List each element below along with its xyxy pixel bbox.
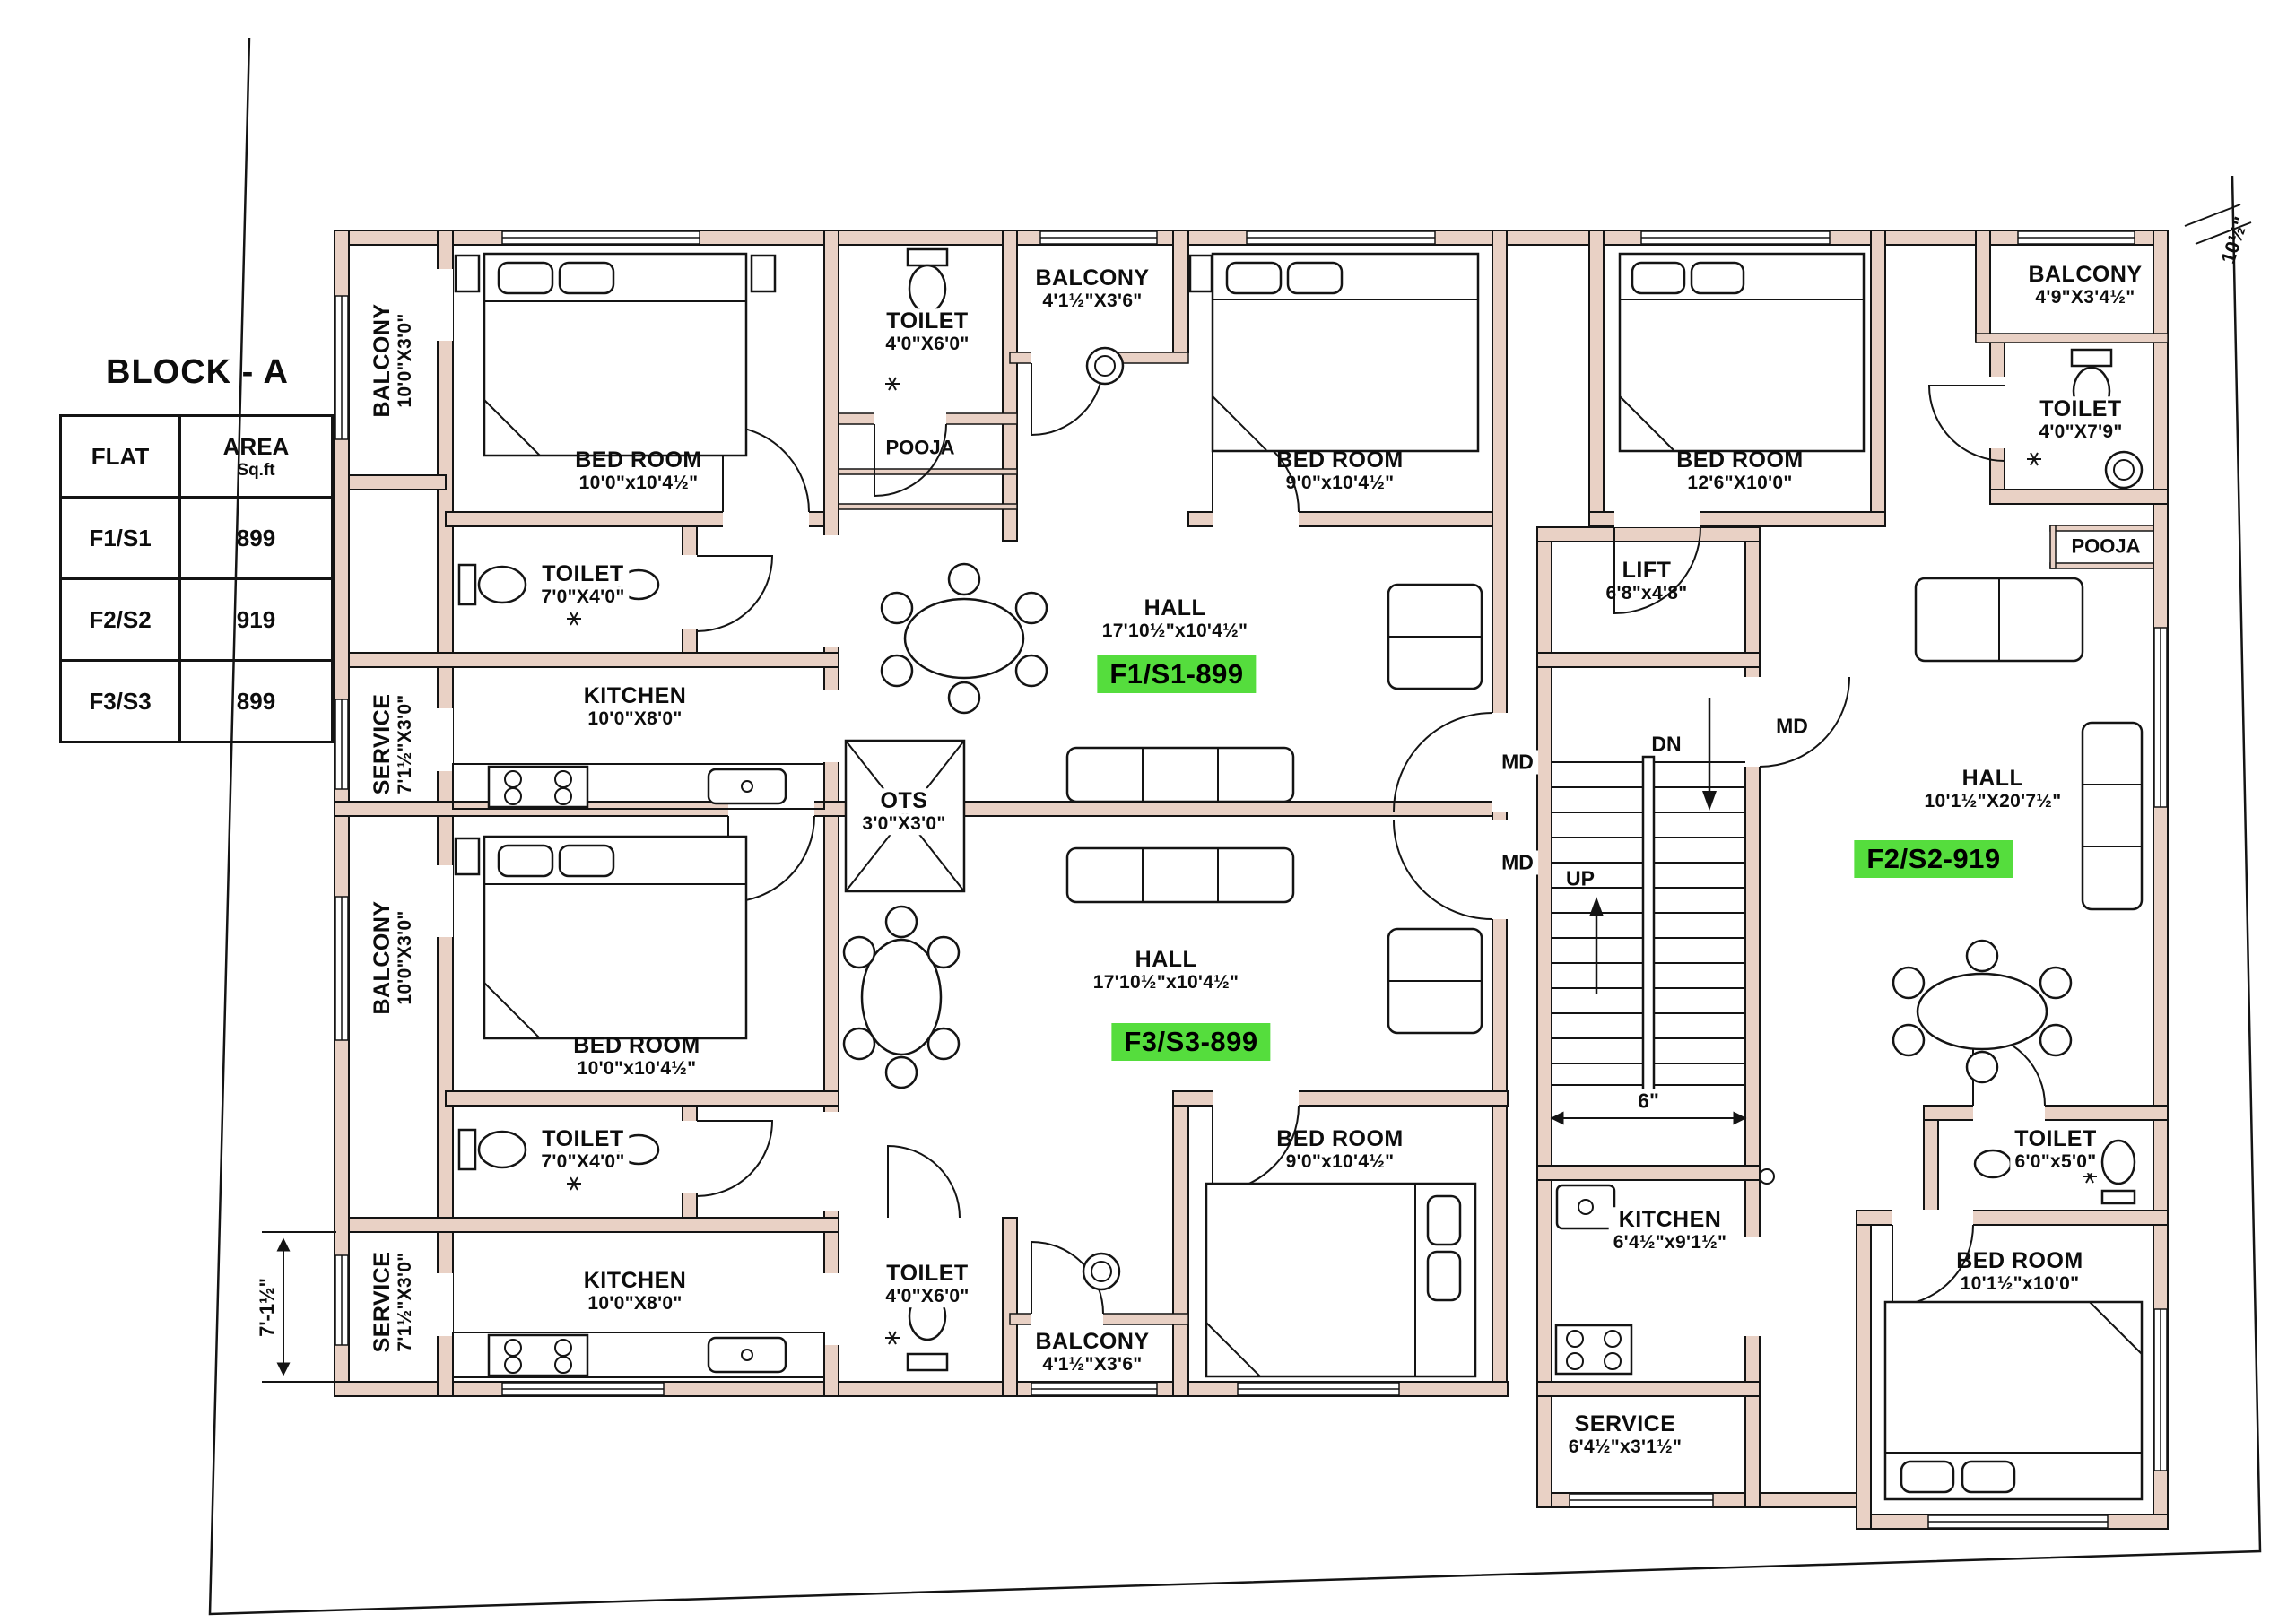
sofa-hall-f2 — [1914, 577, 2144, 911]
table-row: F2/S2 919 — [59, 577, 334, 662]
label-toilet-bottom-middle: TOILET 4'0"X6'0" — [881, 1261, 974, 1307]
label-service-right: SERVICE 6'4½"x3'1½" — [1568, 1411, 1683, 1458]
table-header-row: FLAT AREA Sq.ft — [59, 414, 334, 499]
marker-md-2: MD — [1497, 850, 1538, 875]
sofa-hall-f1 — [1065, 583, 1483, 803]
label-kitchen-l2: KITCHEN 10'0"X8'0" — [583, 1268, 687, 1315]
label-toilet-l1: TOILET 7'0"X4'0" — [536, 561, 630, 608]
bed-bedroom-top-right — [1618, 252, 1866, 453]
bed-bedroom-bottom-right — [1883, 1300, 2144, 1501]
cell-flat: F1/S1 — [59, 496, 181, 580]
label-bedroom-bottom-middle: BED ROOM 9'0"x10'4½" — [1276, 1126, 1404, 1173]
area-legend-table: FLAT AREA Sq.ft F1/S1 899 F2/S2 919 F3/S… — [59, 414, 334, 743]
label-toilet-bottom-right: TOILET 6'0"x5'0" — [2010, 1126, 2101, 1173]
dining-set-f2 — [1892, 939, 2073, 1084]
window-symbols — [335, 230, 2168, 1529]
label-pooja-right: POOJA — [2071, 534, 2141, 558]
bed-bedroom-mid-left — [454, 835, 748, 1040]
kitchen-l2-fixtures — [452, 1332, 825, 1378]
flat-tag-f3: F3/S3-899 — [1111, 1023, 1271, 1061]
marker-md-1: MD — [1497, 750, 1538, 775]
marker-md-3: MD — [1771, 714, 1813, 739]
label-toilet-top: TOILET 4'0"X6'0" — [881, 308, 974, 355]
label-service-l2: SERVICE 7'1½"X3'0" — [370, 1251, 416, 1353]
label-bedroom-bottom-right: BED ROOM 10'1½"x10'0" — [1956, 1248, 2083, 1295]
label-kitchen-right: KITCHEN 6'4½"x9'1½" — [1608, 1207, 1732, 1254]
label-toilet-top-right: TOILET 4'0"X7'9" — [2034, 396, 2127, 443]
cell-flat: F2/S2 — [59, 577, 181, 662]
label-hall-f3: HALL 17'10½"x10'4½" — [1092, 947, 1239, 994]
marker-stair-width: 6" — [1633, 1089, 1664, 1114]
label-ots: OTS 3'0"X3'0" — [857, 788, 951, 835]
label-hall-f2: HALL 10'1½"X20'7½" — [1924, 766, 2062, 812]
kitchen-l1-fixtures — [452, 763, 825, 810]
label-bedroom-mid-left: BED ROOM 10'0"x10'4½" — [573, 1033, 700, 1080]
label-bedroom-top-left: BED ROOM 10'0"x10'4½" — [575, 447, 702, 494]
header-flat: FLAT — [59, 414, 181, 499]
marker-up: UP — [1566, 866, 1595, 890]
site-tick — [2184, 204, 2252, 245]
sofa-hall-f3 — [1065, 846, 1483, 1035]
block-title: BLOCK - A — [106, 353, 289, 391]
label-kitchen-l1: KITCHEN 10'0"X8'0" — [583, 683, 687, 730]
cell-area: 899 — [178, 659, 334, 743]
label-bedroom-top-middle: BED ROOM 9'0"x10'4½" — [1276, 447, 1404, 494]
dimension-left-label: 7'-1½" — [256, 1278, 278, 1337]
kitchen-r-fixtures — [1554, 1168, 1775, 1376]
bed-bedroom-top-middle — [1188, 252, 1480, 453]
label-toilet-l2: TOILET 7'0"X4'0" — [536, 1126, 630, 1173]
label-hall-f1: HALL 17'10½"x10'4½" — [1101, 595, 1248, 642]
cell-flat: F3/S3 — [59, 659, 181, 743]
label-pooja-left: POOJA — [885, 436, 955, 459]
header-area: AREA Sq.ft — [178, 414, 334, 499]
dining-set-f1 — [880, 562, 1048, 715]
table-row: F3/S3 899 — [59, 659, 334, 743]
dining-set-f3 — [842, 905, 961, 1089]
cell-area: 899 — [178, 496, 334, 580]
staircase — [1550, 698, 1747, 1128]
flat-tag-f1: F1/S1-899 — [1097, 655, 1257, 693]
table-row: F1/S1 899 — [59, 496, 334, 580]
flat-tag-f2: F2/S2-919 — [1854, 840, 2013, 878]
label-balcony-l2: BALCONY 10'0"X3'0" — [370, 900, 416, 1015]
label-lift: LIFT 6'8"x4'8" — [1605, 558, 1688, 604]
label-bedroom-top-right: BED ROOM 12'6"X10'0" — [1676, 447, 1804, 494]
label-balcony-bottom-middle: BALCONY 4'1½"X3'6" — [1035, 1329, 1150, 1376]
marker-dn: DN — [1651, 732, 1682, 756]
bed-bedroom-top-left — [454, 252, 777, 457]
bed-bedroom-bottom-middle — [1205, 1182, 1477, 1378]
label-balcony-top-left: BALCONY 10'0"X3'0" — [370, 303, 416, 418]
site-boundary-line — [208, 37, 2262, 1616]
dimension-left — [262, 1231, 336, 1383]
label-service-l1: SERVICE 7'1½"X3'0" — [370, 693, 416, 795]
cell-area: 919 — [178, 577, 334, 662]
label-balcony-top-right: BALCONY 4'9"X3'4½" — [2028, 262, 2143, 308]
label-balcony-top: BALCONY 4'1½"X3'6" — [1035, 265, 1150, 312]
